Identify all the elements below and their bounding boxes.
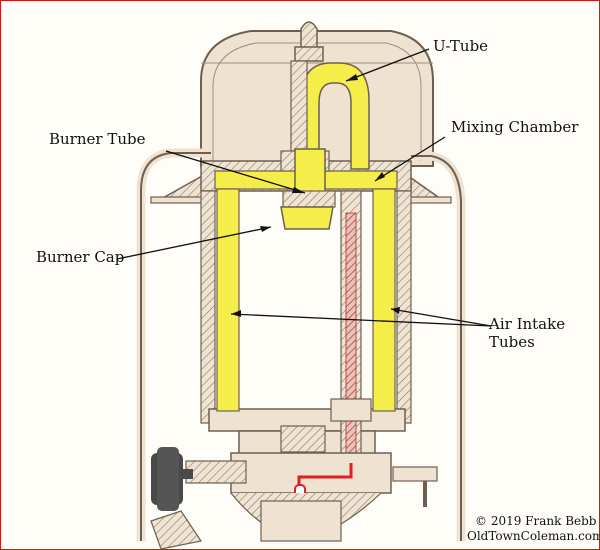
label-air-intake-line1: Air Intake — [489, 315, 566, 333]
burner-cap — [280, 206, 334, 230]
generator-tube — [330, 190, 372, 482]
label-burner-tube: Burner Tube — [49, 130, 146, 148]
label-air-intake-line2: Tubes — [489, 333, 535, 351]
fount-fitting — [150, 510, 202, 549]
leader-lines — [116, 48, 492, 327]
label-u-tube: U-Tube — [433, 37, 489, 55]
air-intake-tube-left — [216, 188, 240, 412]
credit-site: OldTownColeman.com — [467, 529, 600, 543]
knob-icon — [151, 447, 193, 511]
arrowheads — [231, 74, 400, 317]
label-burner-cap: Burner Cap — [36, 248, 125, 266]
u-tube — [300, 62, 370, 170]
burner-tube — [282, 148, 336, 208]
air-intake-tube-right — [372, 188, 396, 412]
label-mixing-chamber: Mixing Chamber — [451, 118, 579, 136]
valve-assembly — [185, 425, 438, 542]
credit-copyright: © 2019 Frank Bebb — [475, 514, 597, 528]
